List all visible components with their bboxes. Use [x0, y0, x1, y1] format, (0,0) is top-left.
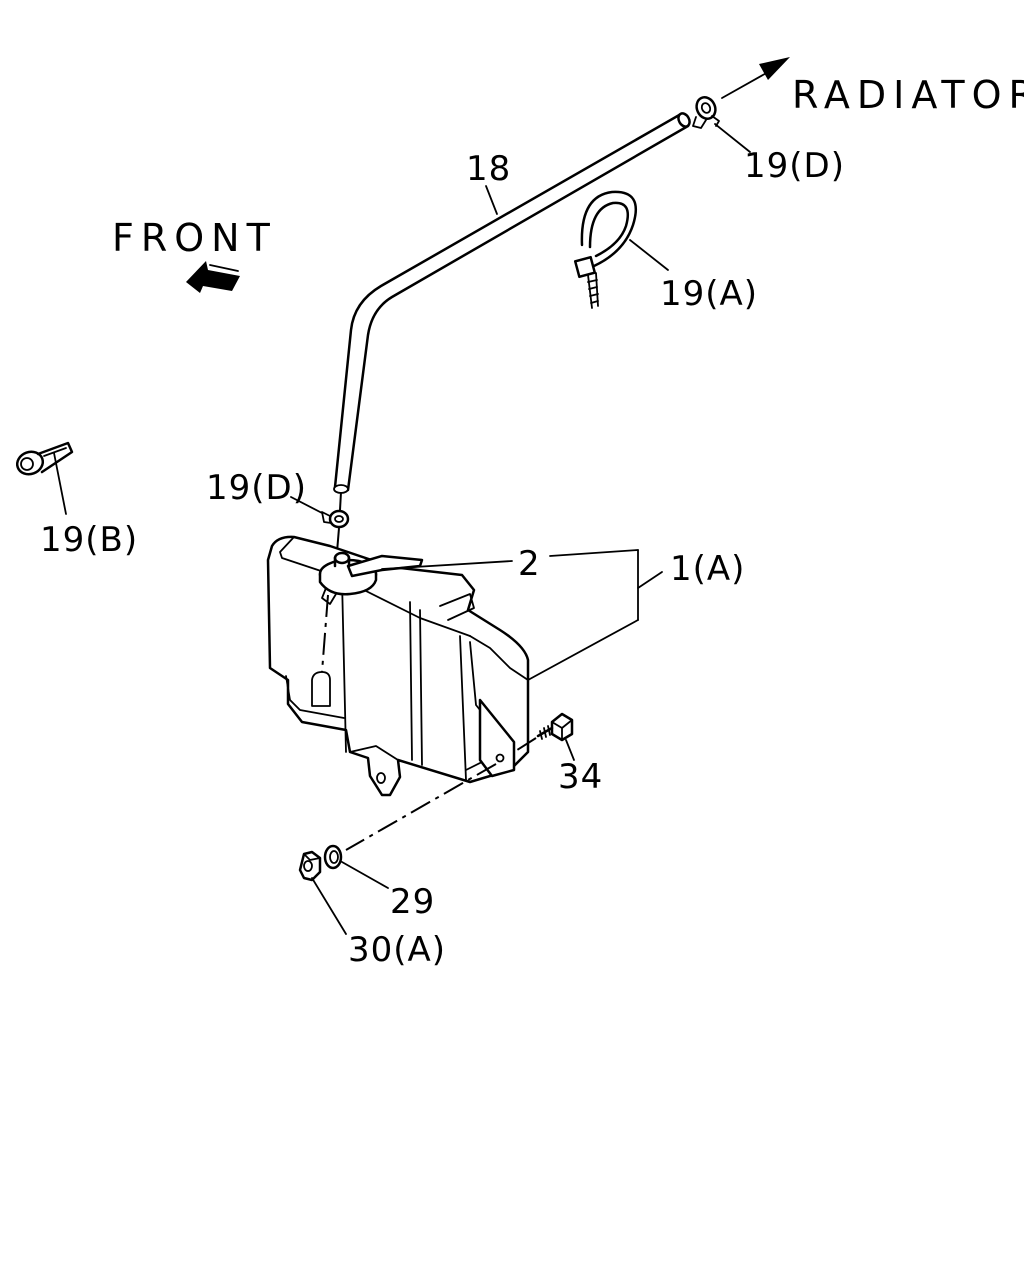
part-19b-label: 19(B) [40, 520, 138, 560]
radiator-label: RADIATOR [792, 73, 1024, 117]
part-2-label: 2 [518, 544, 541, 584]
leader-19a [629, 239, 669, 271]
leader-19b [53, 452, 67, 515]
part-30a-label: 30(A) [348, 930, 446, 970]
reserve-tank [266, 535, 530, 797]
bolt-34 [536, 712, 574, 742]
part-19d-mid-label: 19(D) [206, 468, 307, 508]
cable-tie [573, 190, 638, 309]
clip-19b [15, 441, 74, 476]
reserve-tank-cap [318, 551, 424, 596]
leader-18 [485, 185, 498, 215]
radiator-arrow-icon [721, 57, 790, 99]
hose-clip-mid [321, 509, 350, 529]
nut-30a [298, 850, 322, 882]
leader-29 [341, 861, 389, 889]
overflow-hose [333, 112, 691, 494]
part-18-label: 18 [466, 149, 511, 189]
washer-29 [323, 844, 343, 870]
front-arrow-icon [186, 261, 240, 293]
part-29-label: 29 [390, 882, 435, 922]
bolt-axis-line [513, 737, 537, 753]
nut-axis-line [345, 763, 497, 851]
leader-34 [565, 739, 575, 761]
hose-clip-top [692, 96, 720, 129]
leader-19d-top [714, 123, 751, 153]
part-1a-label: 1(A) [670, 549, 745, 589]
front-label: FRONT [112, 216, 277, 260]
part-34-label: 34 [558, 757, 603, 797]
leader-19d-mid [290, 496, 323, 514]
part-19d-top-label: 19(D) [744, 146, 845, 186]
leader-30a [311, 877, 347, 935]
part-19a-label: 19(A) [660, 274, 758, 314]
leader-2-1a [381, 549, 663, 681]
